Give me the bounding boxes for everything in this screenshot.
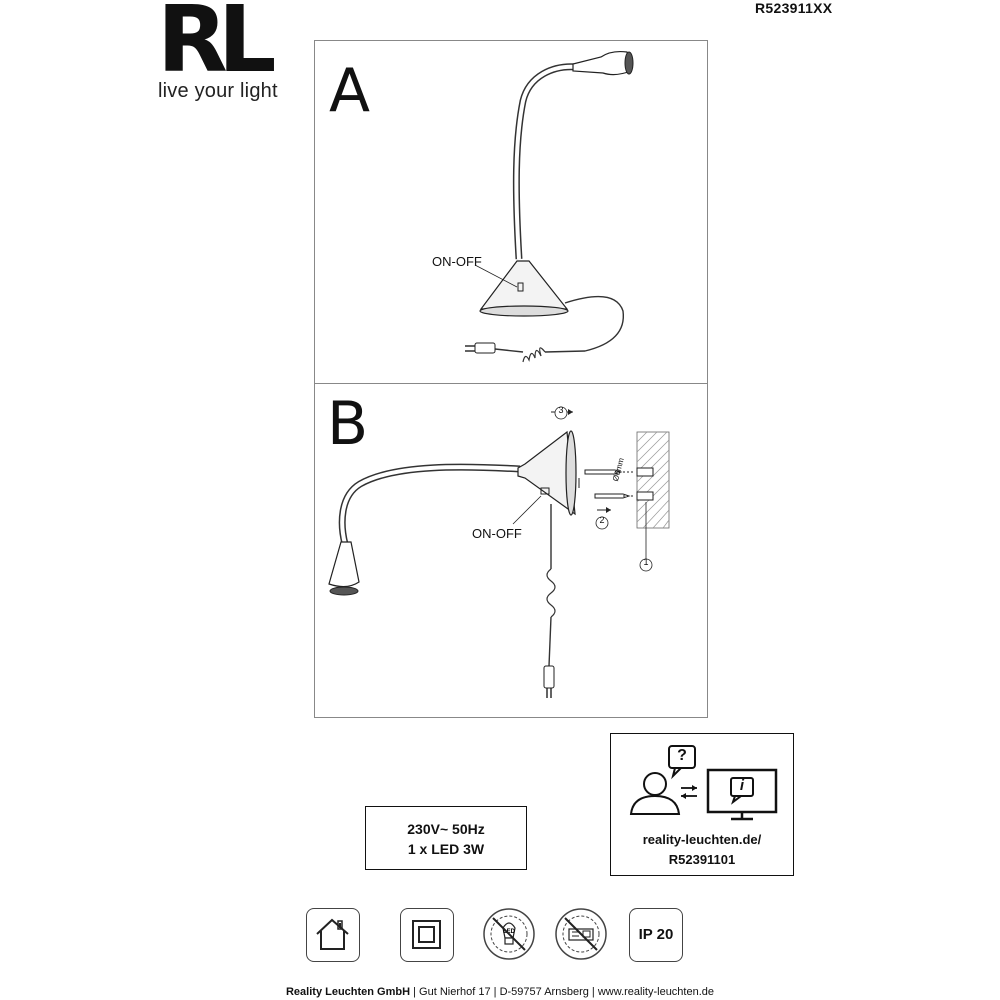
step-3-number: 3 xyxy=(558,405,564,415)
panel-letter-b: B xyxy=(327,389,369,459)
info-url-line2[interactable]: R52391101 xyxy=(668,852,736,867)
led-not-replaceable-icon: LED xyxy=(481,906,537,962)
footer-separator: | xyxy=(591,986,595,998)
footer-separator: | xyxy=(493,986,497,998)
footer-city: D-59757 Arnsberg xyxy=(499,986,589,998)
wall-mount-drawing xyxy=(328,406,670,698)
on-off-label-b: ON-OFF xyxy=(472,526,522,541)
diagram-panel-b: B ON-OFF xyxy=(314,383,708,718)
online-info-box: ? i reality-leuchten.de/ R52391101 xyxy=(610,733,794,876)
step-2-number: 2 xyxy=(599,515,605,525)
info-url-line1[interactable]: reality-leuchten.de/ xyxy=(642,832,762,847)
footer-company: Reality Leuchten GmbH xyxy=(285,986,411,998)
lamp-spec: 1 x LED 3W xyxy=(407,841,485,857)
footer-separator: | xyxy=(413,986,416,998)
driver-not-replaceable-icon xyxy=(553,906,609,962)
step-1-number: 1 xyxy=(643,557,649,567)
panel-letter-a: A xyxy=(329,56,371,126)
footer-address: Reality Leuchten GmbH | Gut Nierhof 17 |… xyxy=(0,986,1000,998)
brand-tagline: live your light xyxy=(158,80,278,102)
indoor-use-icon xyxy=(306,908,360,962)
electrical-specs: 230V~ 50Hz 1 x LED 3W xyxy=(365,806,527,870)
voltage-spec: 230V~ 50Hz xyxy=(407,821,485,837)
svg-text:LED: LED xyxy=(503,929,516,935)
diagram-panel-a: A ON-OFF xyxy=(314,40,708,384)
article-number: R523911XX xyxy=(755,0,833,16)
footer-street: Gut Nierhof 17 xyxy=(419,986,491,998)
ip-rating-label: IP 20 xyxy=(638,926,674,943)
support-pictogram xyxy=(629,745,778,821)
info-glyph: i xyxy=(739,777,745,794)
question-mark-glyph: ? xyxy=(677,747,687,764)
protection-class-2-icon xyxy=(400,908,454,962)
ip-rating-icon: IP 20 xyxy=(629,908,683,962)
on-off-label-a: ON-OFF xyxy=(432,254,482,269)
footer-website[interactable]: www.reality-leuchten.de xyxy=(597,986,715,998)
table-lamp-drawing xyxy=(465,50,634,363)
brand-logo: RL xyxy=(157,0,277,93)
